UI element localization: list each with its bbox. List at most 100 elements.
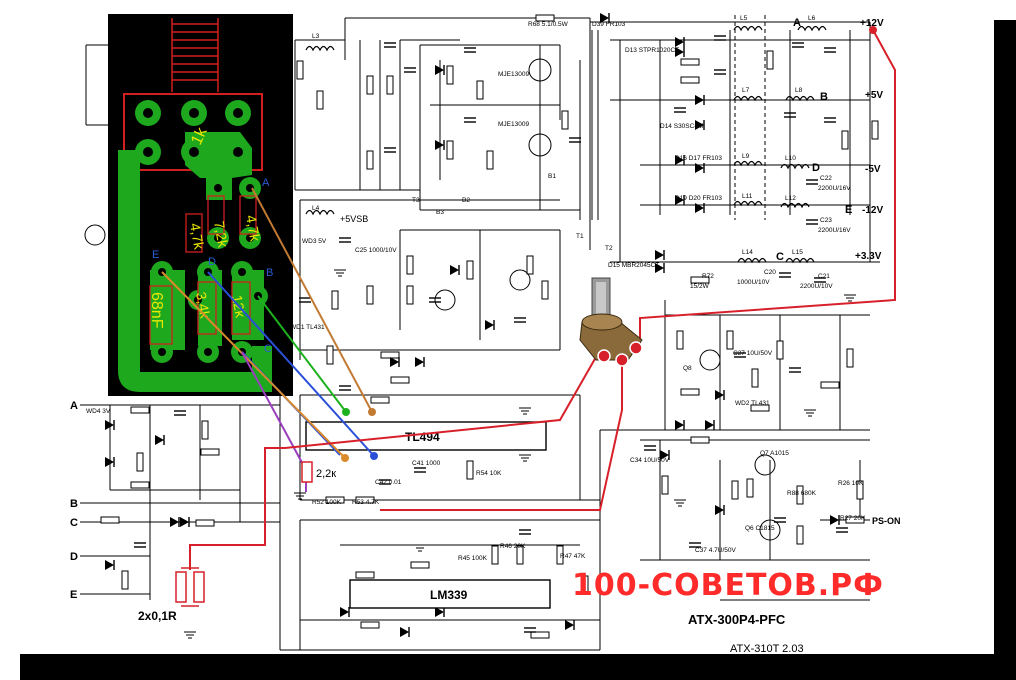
pcb-inductor-coil — [171, 18, 219, 92]
wire-d-blue — [207, 271, 375, 457]
pcb-overlay: 1k 7,2k 4,7k 4,7k 3,4k 12k 68nF A B C D … — [108, 14, 293, 396]
diode — [694, 94, 705, 106]
node-label-b-left: B — [70, 498, 78, 510]
label-d39: D39 FR103 — [592, 21, 626, 28]
rail-label-12v: +12V — [860, 18, 884, 29]
resistor — [661, 475, 669, 495]
label-c20: C20 — [764, 269, 776, 276]
pcb-label-r4: 4,7k — [187, 222, 208, 252]
shunt-resistors — [175, 567, 205, 607]
transistor-q3 — [84, 224, 106, 246]
model-primary: ATX-300P4-PFC — [688, 612, 786, 627]
diode — [104, 559, 115, 571]
label-l7: L7 — [742, 87, 750, 94]
potentiometer[interactable] — [579, 277, 643, 367]
label-r47: R47 47K — [560, 553, 586, 560]
pcb-label-r3: 4,7k — [243, 214, 264, 244]
label-d13: D13 STPR1020CT — [625, 47, 679, 54]
resistor — [130, 406, 150, 414]
ic-lm339-body — [349, 579, 551, 609]
label-b3: B3 — [436, 209, 444, 216]
pcb-label-r2: 7,2k — [211, 220, 232, 250]
resistor — [680, 388, 700, 396]
capacitor — [823, 117, 837, 123]
capacitor — [413, 467, 427, 473]
resistor — [776, 340, 784, 360]
capacitor — [805, 179, 819, 185]
inductor — [733, 25, 763, 31]
wire-end-blue — [370, 452, 378, 460]
resistor — [841, 130, 849, 150]
inductor — [737, 257, 767, 263]
resistor — [370, 396, 390, 404]
label-t2: T2 — [605, 245, 613, 252]
label-l4: L4 — [312, 205, 320, 212]
resistor — [820, 381, 840, 389]
pcb-pin-c: C — [264, 343, 272, 355]
capacitor — [673, 107, 687, 113]
inductor — [733, 160, 763, 166]
transistors — [84, 58, 781, 541]
resistor — [476, 80, 484, 100]
label-r46: R46 20K — [500, 543, 526, 550]
wire-end-green — [342, 408, 350, 416]
inductor — [797, 25, 827, 31]
resistor — [296, 60, 304, 80]
resistor — [561, 110, 569, 130]
capacitor — [518, 529, 532, 535]
resistor — [846, 348, 854, 368]
label-b1: B1 — [548, 173, 556, 180]
resistor — [690, 436, 710, 444]
capacitor — [568, 137, 582, 143]
wire-purple — [241, 351, 307, 471]
label-l15: L15 — [792, 249, 803, 256]
resistor — [100, 516, 120, 524]
wire-red-wiper — [380, 362, 623, 511]
resistor — [796, 525, 804, 545]
node-label-e-left: E — [70, 589, 77, 601]
node-label-a-left: A — [70, 400, 78, 412]
capacitor — [383, 147, 397, 153]
diode — [704, 419, 715, 431]
frame-shadow-right — [990, 20, 1016, 680]
diode — [654, 249, 665, 261]
rail-label-5v: +5V — [865, 90, 883, 101]
diode — [414, 356, 425, 368]
label-r26: R26 10K — [838, 480, 864, 487]
label-r68: R68 5.1/0.5W — [528, 21, 569, 28]
label-wd1: WD1 TL431 — [290, 324, 325, 331]
resistor — [366, 150, 374, 170]
capacitor — [513, 317, 527, 323]
label-r88: R88 680K — [787, 490, 817, 497]
label-b2: B2 — [462, 197, 470, 204]
label-q6: Q6 C1815 — [745, 525, 775, 532]
transistor — [434, 289, 456, 311]
label-l8: L8 — [795, 87, 803, 94]
ground — [518, 454, 532, 462]
pcb-pin-e: E — [152, 249, 159, 261]
capacitor — [133, 542, 147, 548]
label-d16: D16 D17 FR103 — [675, 155, 722, 162]
resistor — [201, 420, 209, 440]
rail-label-n5v: -5V — [865, 164, 881, 175]
trim-resistor-label: 2,2к — [316, 468, 336, 480]
watermark: 100-СОВЕТОВ.РФ — [572, 568, 884, 603]
ground — [183, 631, 197, 639]
resistor — [410, 561, 430, 569]
label-c22v: 2200U/16V — [818, 185, 851, 192]
model-secondary: ATX-310T 2.03 — [730, 643, 804, 655]
inductor — [733, 200, 763, 206]
label-r45: R45 100K — [458, 555, 488, 562]
capacitor — [173, 410, 187, 416]
resistor — [366, 285, 374, 305]
rail-label-n12v: -12V — [862, 205, 883, 216]
frame-shadow-bottom — [20, 652, 1016, 680]
wire-end-orange-2 — [341, 454, 349, 462]
wire-red-shunt — [189, 349, 601, 570]
trim-resistor — [301, 461, 313, 483]
resistor — [390, 376, 410, 384]
shunt-label: 2x0,1R — [138, 609, 177, 623]
label-d14: D14 S30SC4M — [660, 123, 703, 130]
label-c20v: 1000U/10V — [737, 279, 770, 286]
capacitor — [338, 385, 352, 391]
